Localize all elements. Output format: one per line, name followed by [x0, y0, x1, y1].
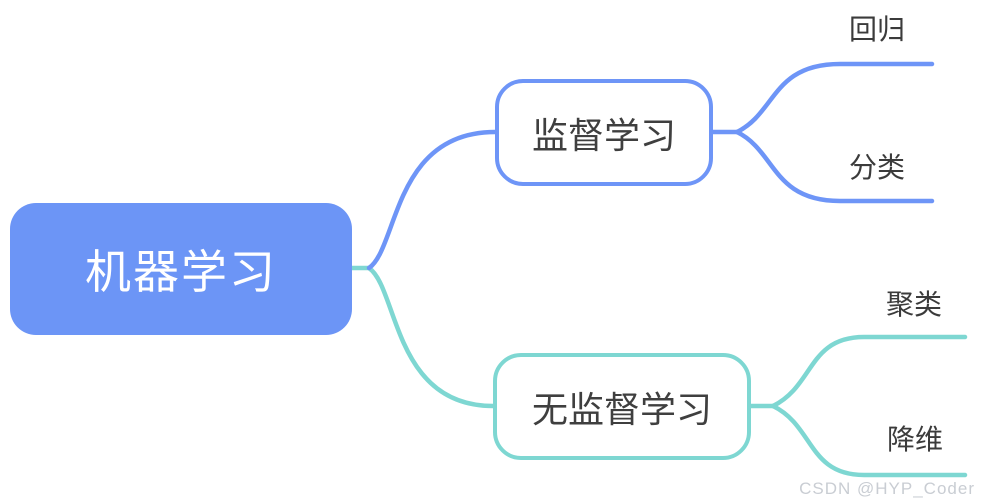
leaf-clustering[interactable]: 聚类	[885, 289, 943, 320]
leaf-classification[interactable]: 分类	[848, 152, 906, 183]
node-supervised-learning[interactable]: 监督学习	[495, 79, 713, 186]
node-machine-learning-label: 机器学习	[85, 246, 277, 298]
edge-unsupervised-to-clustering	[770, 334, 968, 409]
edge-supervised-to-regression	[734, 61, 935, 135]
leaf-dimensionality-reduction[interactable]: 降维	[886, 424, 944, 455]
leaf-regression[interactable]: 回归	[848, 14, 906, 45]
edge-root-to-unsupervised	[366, 265, 496, 409]
node-supervised-learning-label: 监督学习	[531, 114, 676, 156]
node-unsupervised-learning[interactable]: 无监督学习	[493, 353, 751, 460]
node-machine-learning[interactable]: 机器学习	[10, 203, 352, 335]
edge-root-to-supervised	[366, 129, 498, 271]
node-unsupervised-learning-label: 无监督学习	[531, 388, 712, 430]
watermark: CSDN @HYP_Coder	[799, 479, 975, 498]
